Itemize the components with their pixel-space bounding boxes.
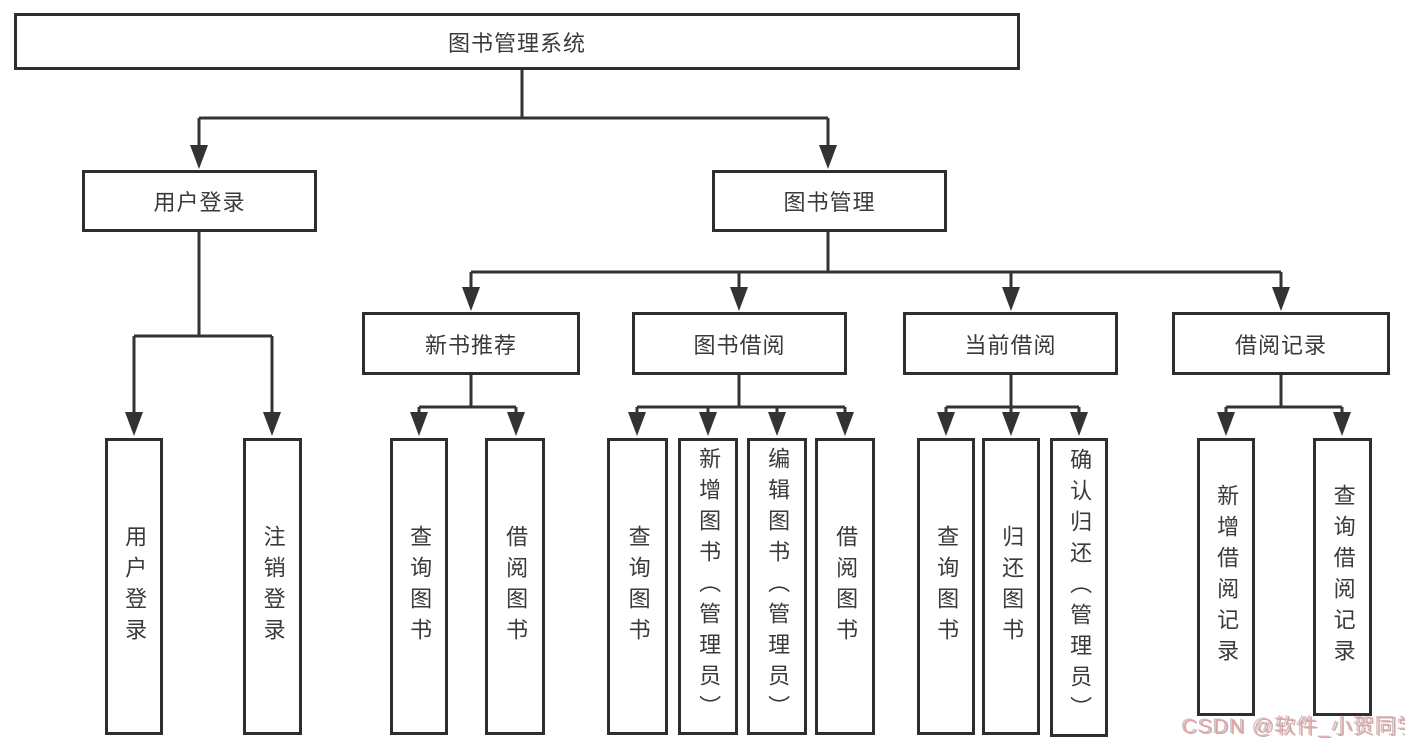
csdn-watermark: CSDN @软件_小贺同学: [1183, 716, 1405, 739]
node-label: 借阅图书: [833, 524, 859, 649]
node-label: 注销登录: [260, 524, 286, 649]
node-leaf-user-login: 用户登录: [105, 438, 163, 735]
node-label: 查询图书: [407, 524, 433, 649]
node-label: 用户登录: [153, 190, 246, 215]
node-label: 查询图书: [625, 524, 651, 649]
node-label: 图书管理: [783, 190, 876, 215]
node-book-management: 图书管理: [712, 170, 947, 232]
node-leaf-edit-books-admin: 编辑图书（管理员）: [747, 438, 807, 735]
node-leaf-query-books-1: 查询图书: [390, 438, 448, 735]
node-leaf-query-books-3: 查询图书: [917, 438, 975, 735]
node-user-login: 用户登录: [82, 170, 317, 232]
node-label: 新增借阅记录: [1214, 484, 1240, 670]
node-leaf-add-borrow-record: 新增借阅记录: [1197, 438, 1255, 716]
node-book-borrow: 图书借阅: [632, 312, 847, 375]
node-label: 图书借阅: [693, 332, 786, 358]
node-leaf-confirm-return-admin: 确认归还（管理员）: [1050, 438, 1108, 737]
node-label: 用户登录: [122, 524, 148, 649]
node-label: 借阅图书: [503, 524, 529, 649]
node-leaf-borrow-books-2: 借阅图书: [815, 438, 875, 735]
arrowheads: [125, 145, 1351, 436]
node-leaf-query-borrow-record: 查询借阅记录: [1313, 438, 1372, 716]
node-leaf-query-books-2: 查询图书: [607, 438, 668, 735]
node-label: 确认归还（管理员）: [1067, 448, 1093, 727]
node-label: 新增图书（管理员）: [696, 447, 722, 726]
node-leaf-add-books-admin: 新增图书（管理员）: [678, 438, 738, 735]
node-label: 借阅记录: [1234, 332, 1327, 358]
node-new-book-recommend: 新书推荐: [362, 312, 580, 375]
node-leaf-return-books: 归还图书: [982, 438, 1040, 735]
node-label: 查询借阅记录: [1330, 484, 1356, 670]
node-borrow-records: 借阅记录: [1172, 312, 1390, 375]
node-label: 新书推荐: [424, 332, 517, 358]
node-label: 归还图书: [999, 524, 1025, 649]
node-leaf-borrow-books-1: 借阅图书: [485, 438, 545, 735]
node-label: 编辑图书（管理员）: [765, 447, 791, 726]
node-label: 当前借阅: [964, 332, 1057, 358]
node-label: 查询图书: [934, 524, 960, 649]
node-label: 图书管理系统: [447, 30, 586, 56]
node-leaf-logout: 注销登录: [243, 438, 302, 735]
node-current-borrow: 当前借阅: [903, 312, 1118, 375]
node-root-library-system: 图书管理系统: [14, 13, 1020, 70]
